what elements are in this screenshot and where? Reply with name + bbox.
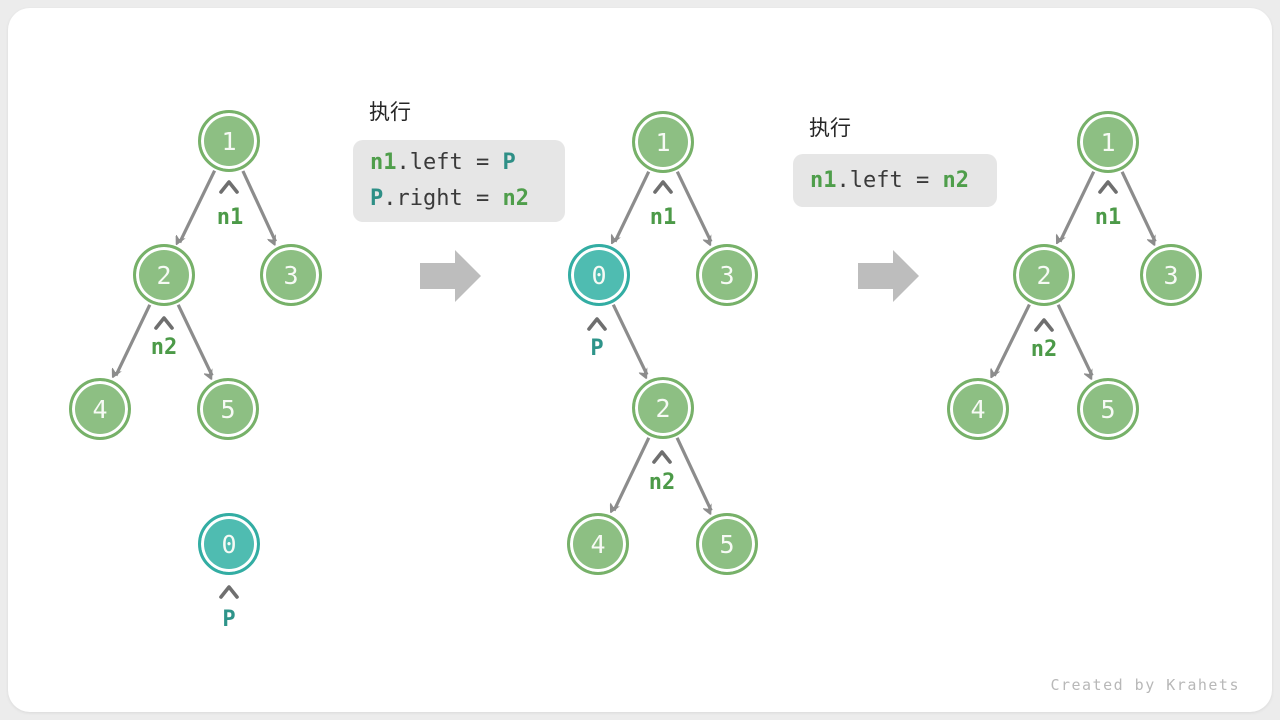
tree-node: 5 — [1077, 378, 1139, 440]
pointer-label-p: P — [222, 607, 236, 632]
code-token: n2 — [942, 168, 969, 193]
pointer-label-n1: n1 — [1094, 205, 1122, 230]
tree-node-p: 0 — [198, 513, 260, 575]
pointer-label-p: P — [590, 336, 604, 361]
tree-node: 3 — [696, 244, 758, 306]
diagram-card — [8, 8, 1272, 712]
code-heading: 执行 — [809, 116, 851, 140]
code-line: P.right = n2 — [370, 181, 565, 217]
code-line: n1.left = P — [370, 145, 565, 181]
code-token: .left = — [836, 168, 943, 193]
pointer-label-n2: n2 — [648, 470, 676, 495]
code-token: .left = — [396, 150, 503, 175]
tree-node: 4 — [69, 378, 131, 440]
code-token: .right = — [383, 186, 503, 211]
pointer-label-n2: n2 — [1030, 337, 1058, 362]
pointer-label-n2: n2 — [150, 335, 178, 360]
code-token: P — [502, 150, 516, 175]
code-heading: 执行 — [369, 100, 411, 124]
tree-node: 3 — [1140, 244, 1202, 306]
tree-node-p: 0 — [568, 244, 630, 306]
tree-node: 1 — [632, 111, 694, 173]
tree-node: 4 — [567, 513, 629, 575]
credit-text: Created by Krahets — [1050, 676, 1240, 694]
tree-node: 4 — [947, 378, 1009, 440]
pointer-label-n1: n1 — [216, 205, 244, 230]
code-token: n1 — [810, 168, 837, 193]
tree-node: 2 — [632, 377, 694, 439]
pointer-label-n1: n1 — [649, 205, 677, 230]
tree-node: 1 — [198, 110, 260, 172]
code-line: n1.left = n2 — [810, 154, 997, 207]
tree-node: 2 — [133, 244, 195, 306]
code-token: n2 — [502, 186, 529, 211]
code-token: P — [370, 186, 384, 211]
code-token: n1 — [370, 150, 397, 175]
tree-node: 1 — [1077, 111, 1139, 173]
code-box: n1.left = P P.right = n2 — [353, 140, 565, 222]
tree-node: 3 — [260, 244, 322, 306]
tree-node: 5 — [696, 513, 758, 575]
code-block-1: 执行 n1.left = P P.right = n2 — [353, 96, 565, 222]
tree-node: 5 — [197, 378, 259, 440]
tree-node: 2 — [1013, 244, 1075, 306]
code-box: n1.left = n2 — [793, 154, 997, 207]
code-block-2: 执行 n1.left = n2 — [793, 112, 997, 207]
